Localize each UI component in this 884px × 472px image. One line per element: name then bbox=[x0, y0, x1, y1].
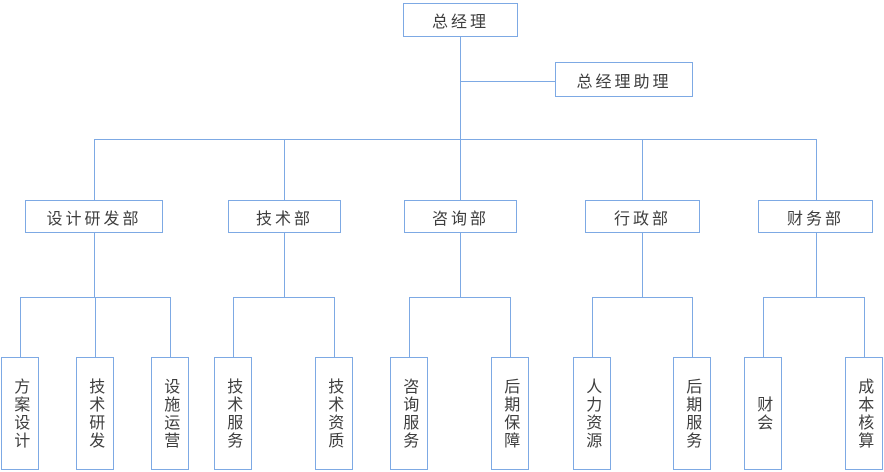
connector-line bbox=[460, 81, 555, 82]
node-administration-dept: 行政部 bbox=[585, 200, 700, 233]
connector-line bbox=[510, 297, 511, 357]
node-consulting-dept: 咨询部 bbox=[404, 200, 517, 233]
connector-line bbox=[94, 139, 95, 200]
node-general-manager-assistant: 总经理助理 bbox=[555, 62, 693, 97]
connector-line bbox=[460, 139, 461, 200]
connector-line bbox=[763, 297, 764, 357]
node-tech-qualification: 技术资质 bbox=[315, 357, 353, 470]
connector-line bbox=[94, 233, 95, 297]
connector-line bbox=[592, 297, 693, 298]
connector-line bbox=[334, 297, 335, 357]
connector-line bbox=[20, 297, 21, 357]
node-finance-dept: 财务部 bbox=[758, 200, 873, 233]
connector-line bbox=[864, 297, 865, 357]
node-scheme-design: 方案设计 bbox=[1, 357, 39, 470]
connector-line bbox=[460, 233, 461, 297]
connector-line bbox=[94, 139, 817, 140]
connector-line bbox=[642, 233, 643, 297]
connector-line bbox=[284, 139, 285, 200]
connector-line bbox=[692, 297, 693, 357]
connector-line bbox=[284, 233, 285, 297]
connector-line bbox=[233, 297, 335, 298]
node-consulting-service: 咨询服务 bbox=[390, 357, 428, 470]
connector-line bbox=[642, 139, 643, 200]
node-tech-service: 技术服务 bbox=[214, 357, 252, 470]
connector-line bbox=[170, 297, 171, 357]
connector-line bbox=[409, 297, 410, 357]
node-general-manager: 总经理 bbox=[403, 3, 518, 37]
node-later-support: 后期保障 bbox=[491, 357, 529, 470]
node-human-resources: 人力资源 bbox=[573, 357, 611, 470]
connector-line bbox=[460, 37, 461, 139]
node-finance-accounting: 财会 bbox=[744, 357, 782, 470]
node-facility-operation: 设施运营 bbox=[151, 357, 189, 470]
node-cost-accounting: 成本核算 bbox=[845, 357, 883, 470]
node-later-service: 后期服务 bbox=[673, 357, 711, 470]
connector-line bbox=[409, 297, 511, 298]
connector-line bbox=[233, 297, 234, 357]
node-tech-rd: 技术研发 bbox=[76, 357, 114, 470]
connector-line bbox=[816, 233, 817, 297]
connector-line bbox=[763, 297, 865, 298]
connector-line bbox=[592, 297, 593, 357]
connector-line bbox=[816, 139, 817, 200]
connector-line bbox=[95, 297, 96, 357]
node-technology-dept: 技术部 bbox=[228, 200, 341, 233]
node-design-rd-dept: 设计研发部 bbox=[25, 200, 163, 233]
